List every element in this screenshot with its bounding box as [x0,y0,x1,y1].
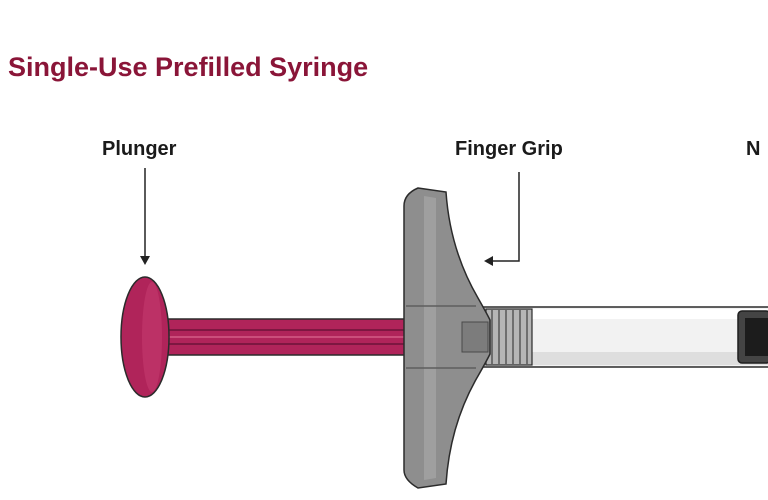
syringe-barrel [469,306,768,368]
plunger-label: Plunger [102,138,177,160]
finger-grip-label: Finger Grip [455,138,563,160]
finger-grip [403,187,491,489]
needle-cap-label-partial: N [746,138,761,160]
plunger-rod [153,318,417,356]
plunger-pointer-arrow [140,168,150,265]
needle-cap [737,310,768,364]
page-title: Single-Use Prefilled Syringe [8,52,369,82]
plunger-head [120,276,170,398]
finger-grip-pointer-arrow [484,172,520,266]
